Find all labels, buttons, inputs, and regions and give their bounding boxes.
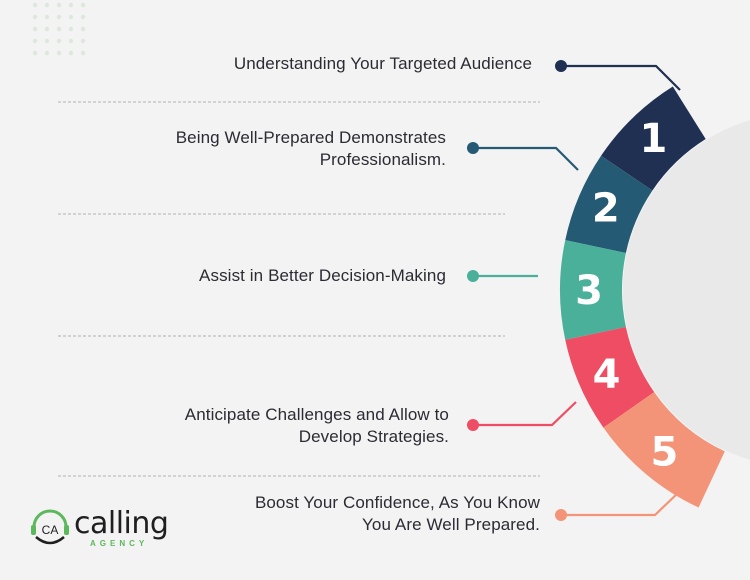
grid-dot xyxy=(44,14,50,20)
connector-dot-1 xyxy=(555,60,567,72)
grid-dot xyxy=(68,50,74,56)
grid-dot xyxy=(68,26,74,32)
connector-dot-4 xyxy=(467,419,479,431)
logo-mark: CA xyxy=(42,523,59,537)
grid-dot xyxy=(80,2,86,8)
grid-dot xyxy=(32,2,38,8)
grid-dot xyxy=(44,26,50,32)
grid-dot xyxy=(32,50,38,56)
grid-dot xyxy=(56,26,62,32)
connector-line-4 xyxy=(473,401,577,427)
connector-line-5 xyxy=(561,490,681,517)
grid-dot xyxy=(44,38,50,44)
grid-dot xyxy=(32,38,38,44)
ring-segment-3 xyxy=(560,240,626,340)
headset-logo-icon: CA xyxy=(31,509,69,545)
step-number-3: 3 xyxy=(575,268,603,314)
grid-dot xyxy=(32,26,38,32)
ring-segment-1 xyxy=(601,86,706,191)
grid-dot xyxy=(68,38,74,44)
logo-word: calling xyxy=(74,506,169,541)
ring-segment-5 xyxy=(603,392,725,508)
step-text-line: Understanding Your Targeted Audience xyxy=(233,54,532,73)
grid-dot xyxy=(80,38,86,44)
step-text-line: You Are Well Prepared. xyxy=(362,515,540,534)
grid-dot xyxy=(80,14,86,20)
step-text-4: Anticipate Challenges and Allow to Develo… xyxy=(185,404,449,448)
grid-dot xyxy=(56,2,62,8)
step-text-line: Professionalism. xyxy=(319,150,446,169)
step-text-line: Develop Strategies. xyxy=(298,427,449,446)
grid-dot xyxy=(80,50,86,56)
dot-grid-decoration xyxy=(32,2,86,56)
grid-dot xyxy=(68,2,74,8)
connector-line-2 xyxy=(473,146,579,171)
step-text-1: Understanding Your Targeted Audience xyxy=(234,53,532,75)
step-text-line: Being Well-Prepared Demonstrates xyxy=(175,128,446,147)
ring-inner-disc xyxy=(623,120,750,460)
ring-segment-2 xyxy=(565,155,653,253)
connector-line-1 xyxy=(561,64,681,91)
connector-dot-2 xyxy=(467,142,479,154)
grid-dot xyxy=(56,14,62,20)
step-text-line: Assist in Better Decision-Making xyxy=(199,266,446,285)
grid-dot xyxy=(68,14,74,20)
grid-dot xyxy=(44,2,50,8)
calling-agency-logo: CA calling AGENCY xyxy=(30,505,170,555)
connector-dot-5 xyxy=(555,509,567,521)
connector-dot-3 xyxy=(467,270,479,282)
grid-dot xyxy=(44,50,50,56)
step-number-4: 4 xyxy=(593,352,621,398)
step-text-line: Anticipate Challenges and Allow to xyxy=(184,405,449,424)
grid-dot xyxy=(56,38,62,44)
ring-segment-4 xyxy=(565,327,655,428)
step-number-5: 5 xyxy=(650,430,678,476)
step-text-3: Assist in Better Decision-Making xyxy=(199,265,446,287)
grid-dot xyxy=(56,50,62,56)
step-number-1: 1 xyxy=(640,116,668,162)
step-number-2: 2 xyxy=(592,186,620,232)
grid-dot xyxy=(80,26,86,32)
grid-dot xyxy=(32,14,38,20)
logo-subtitle: AGENCY xyxy=(90,539,149,548)
step-text-line: Boost Your Confidence, As You Know xyxy=(254,493,540,512)
